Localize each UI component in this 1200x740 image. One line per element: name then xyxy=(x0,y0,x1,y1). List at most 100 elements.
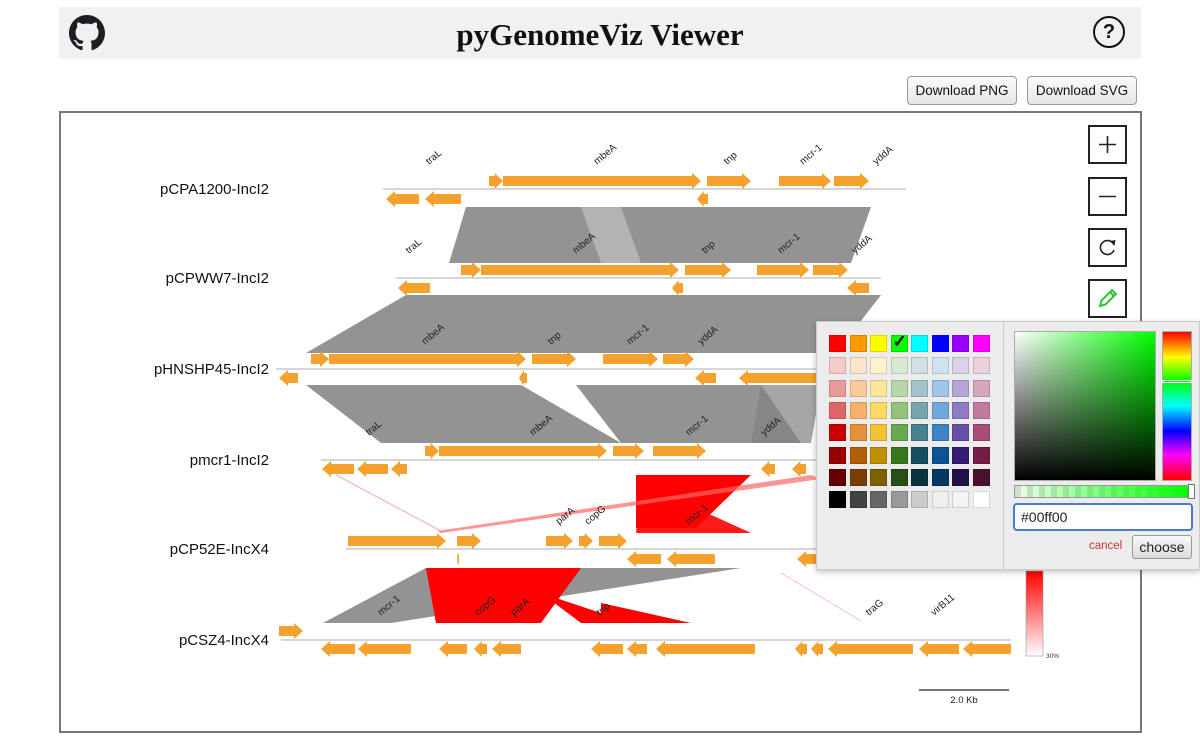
color-swatch[interactable] xyxy=(972,446,990,464)
color-swatch[interactable] xyxy=(952,468,969,486)
gene-arrow[interactable] xyxy=(919,641,959,657)
gene-arrow[interactable] xyxy=(457,551,459,567)
gene-arrow[interactable] xyxy=(963,641,1011,657)
gene-arrow[interactable] xyxy=(792,461,806,477)
gene-arrow[interactable] xyxy=(813,262,848,278)
color-swatch[interactable] xyxy=(911,401,928,419)
color-swatch[interactable] xyxy=(890,491,908,509)
gene-arrow[interactable] xyxy=(739,370,819,386)
color-swatch[interactable] xyxy=(911,357,928,375)
color-swatch[interactable] xyxy=(870,491,887,509)
gene-arrow[interactable] xyxy=(579,533,593,549)
github-icon[interactable] xyxy=(69,15,105,51)
download-png-button[interactable]: Download PNG xyxy=(907,76,1017,105)
color-swatch[interactable] xyxy=(972,468,990,486)
gene-arrow[interactable] xyxy=(481,262,679,278)
color-swatch[interactable] xyxy=(952,491,969,509)
color-swatch[interactable] xyxy=(911,424,928,442)
gene-arrow[interactable] xyxy=(828,641,913,657)
gene-arrow[interactable] xyxy=(663,351,694,367)
color-swatch[interactable] xyxy=(952,335,969,352)
gene-arrow[interactable] xyxy=(695,370,716,386)
gene-arrow[interactable] xyxy=(503,173,701,189)
download-svg-button[interactable]: Download SVG xyxy=(1027,76,1137,105)
gene-arrow[interactable] xyxy=(425,443,439,459)
gene-arrow[interactable] xyxy=(603,351,658,367)
color-swatch[interactable] xyxy=(972,401,990,419)
color-swatch[interactable] xyxy=(870,401,887,419)
color-swatch[interactable] xyxy=(911,379,928,397)
color-swatch[interactable] xyxy=(829,491,846,509)
alpha-slider[interactable] xyxy=(1014,484,1195,499)
gene-arrow[interactable] xyxy=(489,173,503,189)
color-swatch[interactable] xyxy=(849,401,867,419)
color-swatch[interactable] xyxy=(849,335,867,352)
color-swatch[interactable] xyxy=(849,468,867,486)
gene-arrow[interactable] xyxy=(348,533,446,549)
color-swatch[interactable] xyxy=(829,401,846,419)
gene-arrow[interactable] xyxy=(279,623,303,639)
color-swatch[interactable] xyxy=(849,424,867,442)
gene-arrow[interactable] xyxy=(546,533,573,549)
color-swatch[interactable] xyxy=(829,424,846,442)
color-swatch[interactable] xyxy=(890,401,908,419)
gene-arrow[interactable] xyxy=(358,641,411,657)
color-swatch[interactable] xyxy=(931,468,949,486)
color-swatch[interactable] xyxy=(870,424,887,442)
gene-arrow[interactable] xyxy=(591,641,623,657)
color-swatch[interactable] xyxy=(870,446,887,464)
gene-arrow[interactable] xyxy=(697,191,708,207)
gene-arrow[interactable] xyxy=(492,641,521,657)
color-swatch[interactable] xyxy=(972,335,990,352)
gene-arrow[interactable] xyxy=(425,191,461,207)
gene-arrow[interactable] xyxy=(656,641,755,657)
color-swatch[interactable] xyxy=(870,335,887,352)
gene-arrow[interactable] xyxy=(311,351,329,367)
gene-arrow[interactable] xyxy=(627,641,647,657)
choose-button[interactable]: choose xyxy=(1132,535,1192,559)
color-swatch[interactable] xyxy=(829,335,846,352)
color-swatch[interactable] xyxy=(931,491,949,509)
gene-arrow[interactable] xyxy=(439,443,607,459)
gene-arrow[interactable] xyxy=(457,533,481,549)
color-swatch[interactable] xyxy=(952,401,969,419)
color-swatch[interactable] xyxy=(972,491,990,509)
gene-arrow[interactable] xyxy=(795,641,807,657)
color-swatch[interactable] xyxy=(911,335,928,352)
alpha-slider-handle[interactable] xyxy=(1188,484,1195,499)
color-swatch[interactable] xyxy=(870,379,887,397)
color-swatch[interactable] xyxy=(952,379,969,397)
gene-arrow[interactable] xyxy=(811,641,823,657)
color-swatch[interactable] xyxy=(870,357,887,375)
gene-arrow[interactable] xyxy=(398,280,430,296)
gene-arrow[interactable] xyxy=(685,262,731,278)
gene-arrow[interactable] xyxy=(757,262,809,278)
gene-arrow[interactable] xyxy=(322,461,354,477)
gene-arrow[interactable] xyxy=(761,461,775,477)
gene-arrow[interactable] xyxy=(627,551,661,567)
color-swatch[interactable] xyxy=(952,446,969,464)
gene-arrow[interactable] xyxy=(329,351,526,367)
color-swatch[interactable]: ✓ xyxy=(890,332,908,352)
help-icon[interactable]: ? xyxy=(1093,16,1125,48)
color-swatch[interactable] xyxy=(849,446,867,464)
color-swatch[interactable] xyxy=(890,357,908,375)
gene-arrow[interactable] xyxy=(667,551,715,567)
color-swatch[interactable] xyxy=(849,491,867,509)
color-swatch[interactable] xyxy=(890,446,908,464)
color-swatch[interactable] xyxy=(890,468,908,486)
color-swatch[interactable] xyxy=(870,468,887,486)
color-swatch[interactable] xyxy=(972,357,990,375)
gene-arrow[interactable] xyxy=(391,461,407,477)
gene-arrow[interactable] xyxy=(386,191,419,207)
gene-arrow[interactable] xyxy=(672,280,683,296)
zoom-in-button[interactable] xyxy=(1088,125,1127,164)
color-swatch[interactable] xyxy=(911,468,928,486)
gene-arrow[interactable] xyxy=(357,461,388,477)
color-swatch[interactable] xyxy=(890,379,908,397)
color-swatch[interactable] xyxy=(972,424,990,442)
color-swatch[interactable] xyxy=(849,357,867,375)
gene-arrow[interactable] xyxy=(519,370,527,386)
color-swatch[interactable] xyxy=(931,424,949,442)
color-swatch[interactable] xyxy=(829,446,846,464)
